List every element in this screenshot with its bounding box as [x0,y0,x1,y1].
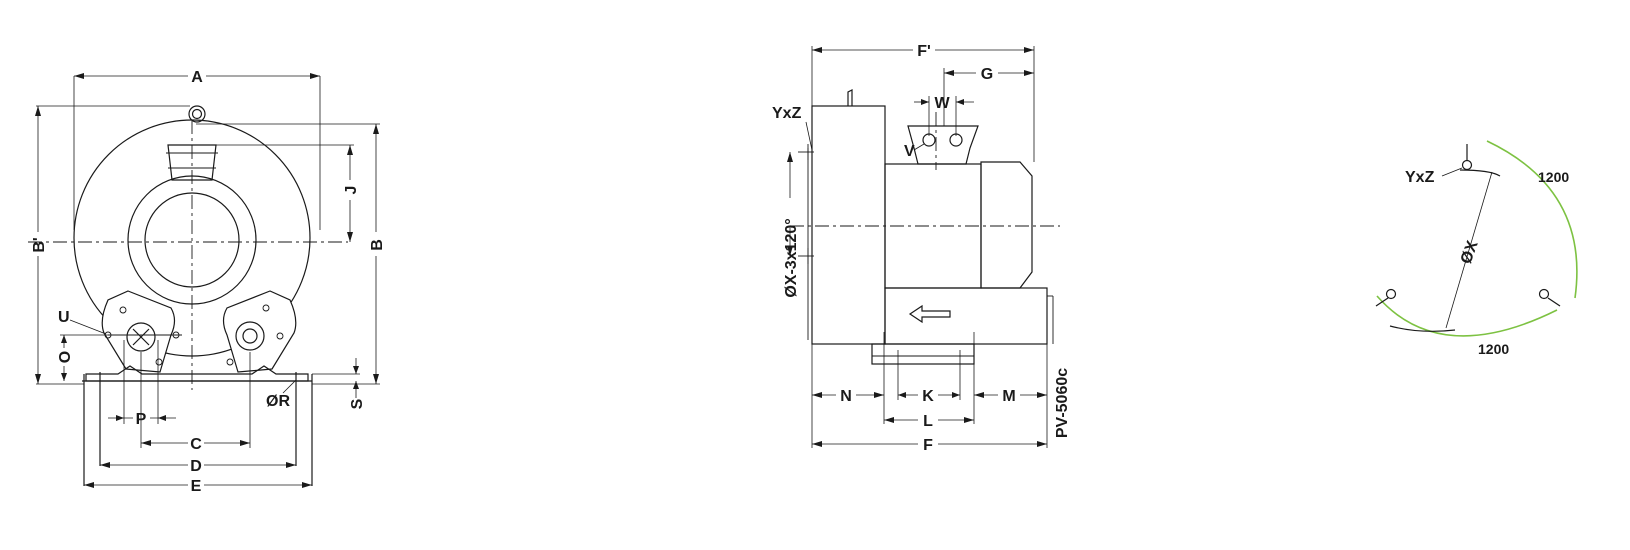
dim-m-label: M [1002,388,1015,405]
arc-top-label: 1200 [1538,169,1569,185]
dim-e-label: E [191,478,202,495]
dim-k-label: K [922,388,934,405]
dim-l-label: L [923,413,933,430]
dim-f-label: F [923,437,933,454]
dim-g-label: G [981,66,993,83]
flow-arrow-icon [908,304,951,324]
dim-w-label: W [934,95,950,112]
dim-c-label: C [190,436,202,453]
dim-j-label: J [343,186,360,195]
side-yxz-label: YxZ [772,105,802,122]
side-view: F' G W V YxZ ØX-3x120° [772,43,1071,454]
flange-x-label: ØX [1458,238,1482,266]
side-base-plate [871,343,975,365]
base-plate [85,365,309,382]
flange-bolt-top [1461,159,1473,171]
dim-d-label: D [190,458,202,475]
side-housing [811,105,886,345]
right-port-outer [235,321,265,351]
front-view: A B' B J U O [28,69,386,495]
terminal-box [907,125,979,165]
flange-view: YxZ ØX 1200 1200 [1375,140,1578,357]
motor-end-cap [980,161,1033,289]
model-label: PV-5060c [1054,368,1071,438]
dim-v-label: V [904,143,915,160]
arc-bottom-label: 1200 [1478,341,1509,357]
arc-bottom [1376,295,1558,337]
flange-yxz-label: YxZ [1405,169,1435,186]
dim-b-label: B [369,239,386,251]
dim-n-label: N [840,388,852,405]
flange-bolt-right [1538,288,1550,300]
flange-bolt-left [1385,288,1397,300]
dim-a-label: A [191,69,203,86]
arc-top [1486,140,1578,299]
dim-s-label: S [349,398,366,409]
side-x-bolt-label: ØX-3x120° [783,218,800,297]
dim-u-label: U [58,309,70,326]
bore-inner-circle [144,192,240,288]
dim-o-label: O [57,351,74,363]
flange-diameter-line [1445,171,1493,329]
lifting-eye-icon [188,105,206,123]
dim-r-label: ØR [266,393,290,410]
dim-f-prime-label: F' [917,43,931,60]
lower-duct [884,287,1048,345]
dim-b-prime-label: B' [31,237,48,252]
